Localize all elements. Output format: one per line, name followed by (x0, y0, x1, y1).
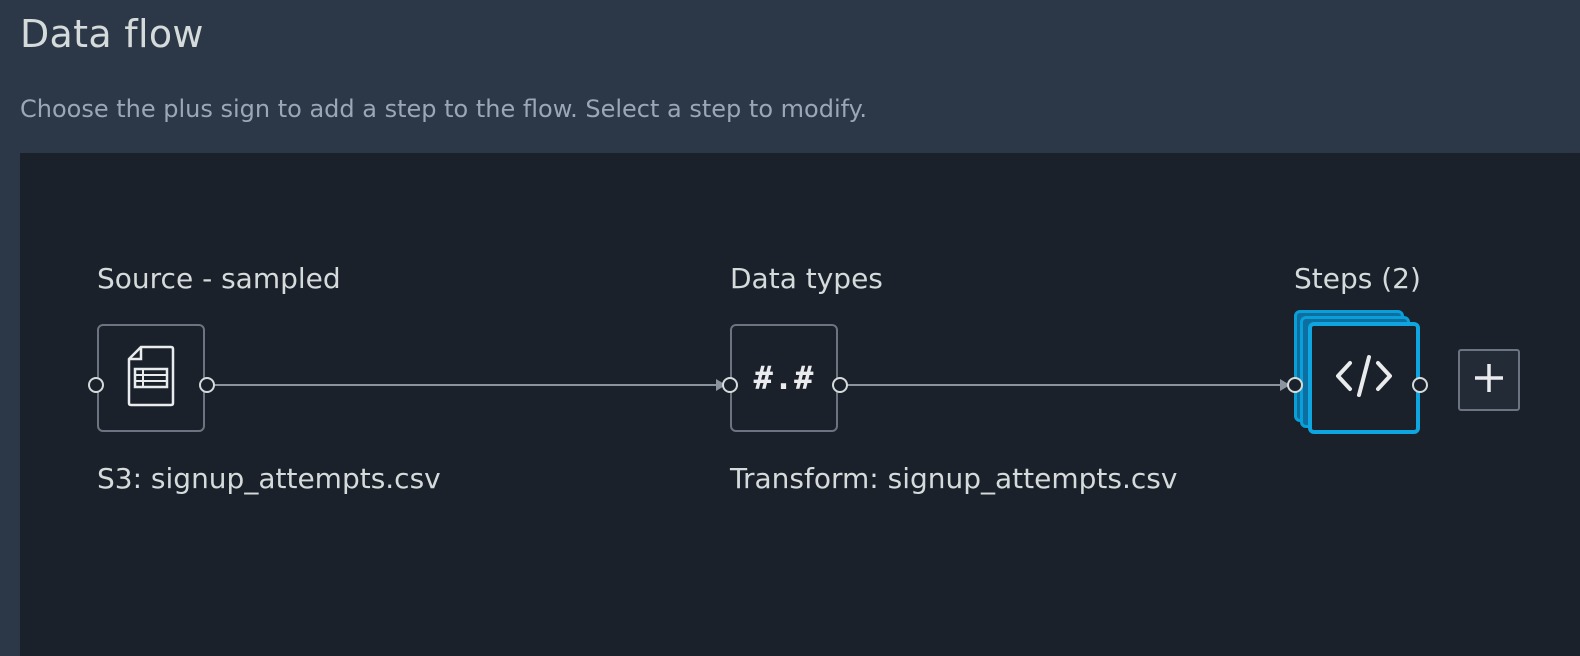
steps-node-label: Steps (2) (1294, 262, 1421, 295)
page-header: Data flow Choose the plus sign to add a … (0, 0, 1580, 153)
data-types-node-label: Data types (730, 262, 883, 295)
code-icon (1334, 353, 1394, 403)
data-types-node-caption: Transform: signup_attempts.csv (730, 462, 1178, 495)
source-node[interactable] (97, 324, 205, 432)
plus-icon (1473, 362, 1505, 398)
data-types-node[interactable]: #.# (730, 324, 838, 432)
csv-file-icon (127, 345, 175, 411)
source-node-label: Source - sampled (97, 262, 341, 295)
steps-node[interactable] (1308, 322, 1420, 434)
page-title: Data flow (20, 12, 204, 56)
number-format-icon: #.# (753, 359, 815, 397)
page-subtitle: Choose the plus sign to add a step to th… (20, 95, 868, 123)
add-step-button[interactable] (1458, 349, 1520, 411)
source-node-caption: S3: signup_attempts.csv (97, 462, 441, 495)
